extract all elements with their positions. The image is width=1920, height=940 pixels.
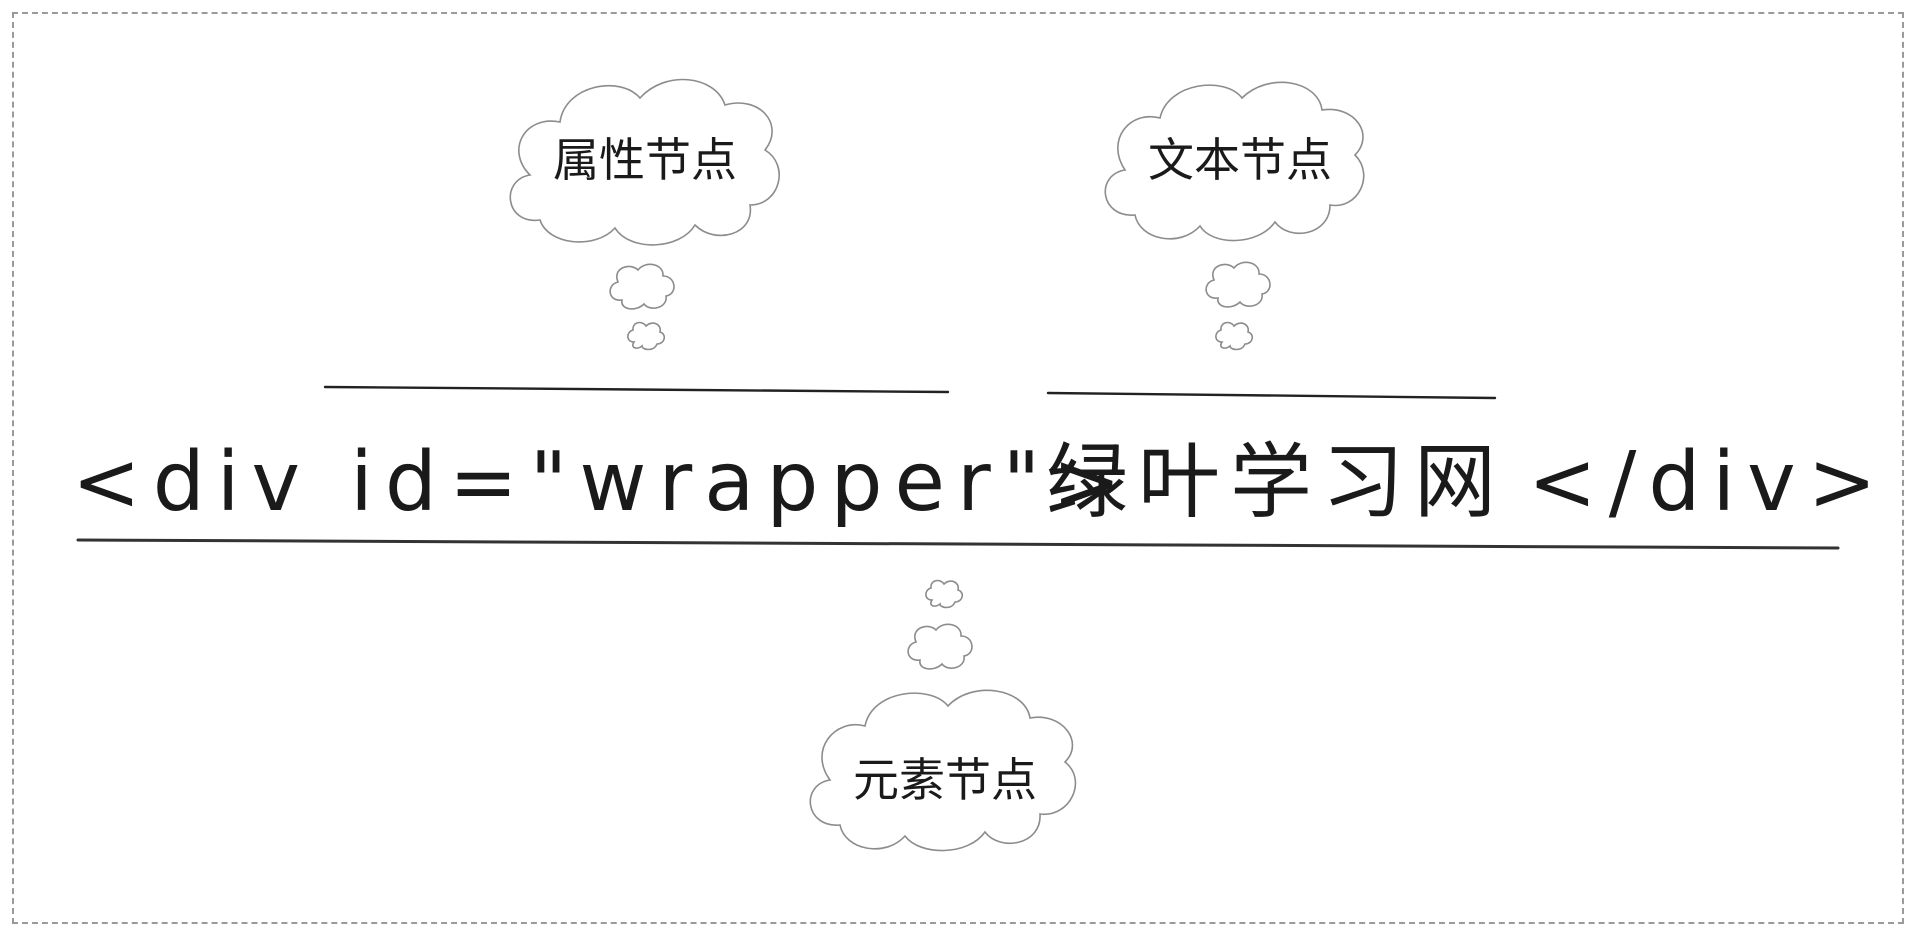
attribute-node-trail-puff-small <box>627 321 666 351</box>
attribute-underline <box>323 385 950 394</box>
dashed-frame <box>12 12 1904 924</box>
element-underline <box>76 538 1840 550</box>
element-node-trail-puff-small <box>925 579 964 609</box>
text-node-trail-puff-large <box>1205 261 1271 308</box>
element-node-bubble: 元素节点 <box>809 579 1077 852</box>
close-tag-code: </div> <box>1528 435 1888 530</box>
element-node-trail-puff-large <box>907 623 973 670</box>
text-node-bubble: 文本节点 <box>1104 81 1365 351</box>
attribute-node-bubble: 属性节点 <box>509 78 780 351</box>
open-tag-code: <div id="wrapper"> <box>72 435 1133 530</box>
text-underline <box>1046 391 1497 400</box>
attribute-node-label: 属性节点 <box>553 133 737 187</box>
text-node-cloud <box>1104 81 1365 242</box>
text-node-label: 文本节点 <box>1148 133 1332 187</box>
text-node-trail-puff-small <box>1215 321 1254 351</box>
text-content-code: 绿叶学习网 <box>1046 435 1506 530</box>
attribute-node-trail-puff-large <box>609 263 675 310</box>
element-node-label: 元素节点 <box>853 753 1037 807</box>
attribute-node-cloud <box>509 78 780 246</box>
element-node-cloud <box>809 689 1077 852</box>
